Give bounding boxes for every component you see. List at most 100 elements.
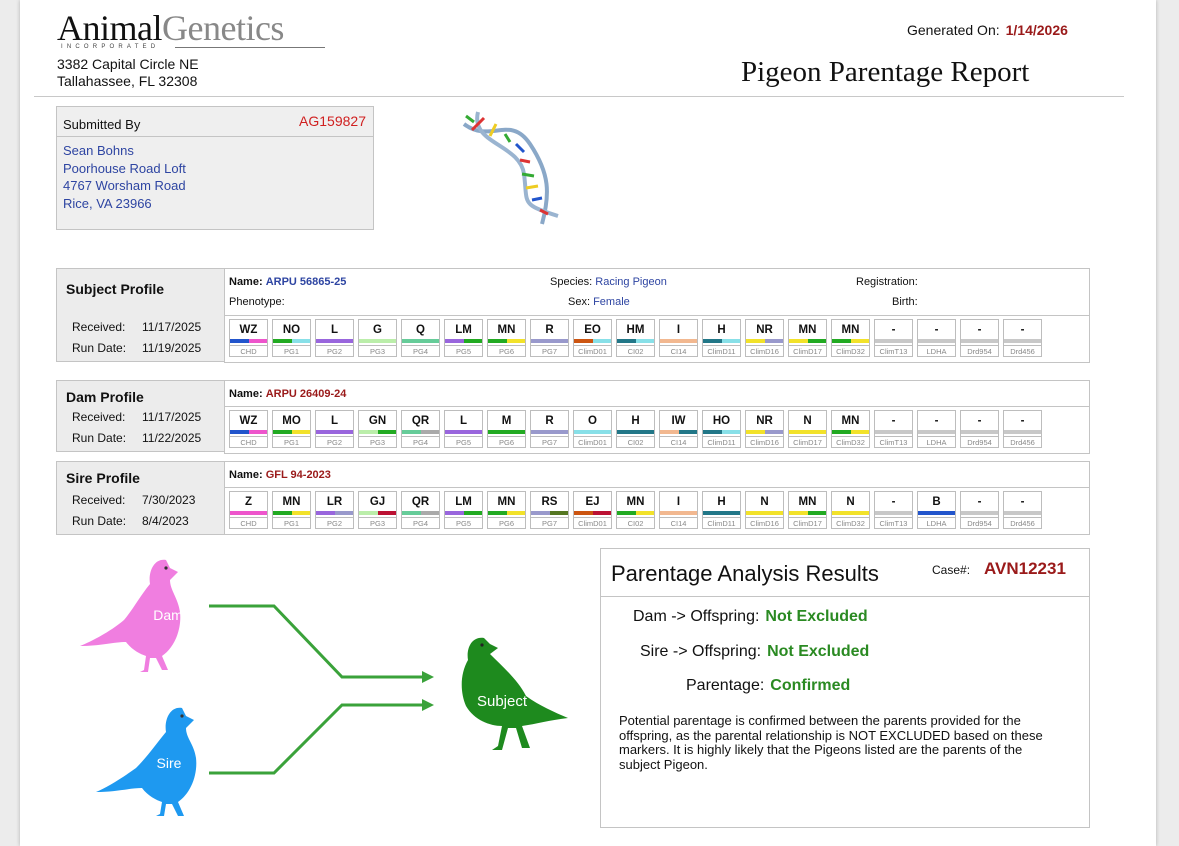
allele-color-bar bbox=[788, 339, 827, 343]
marker-name: PG4 bbox=[401, 517, 440, 529]
dam-received-label: Received: bbox=[72, 410, 126, 424]
marker-name: ClimD32 bbox=[831, 517, 870, 529]
allele-color-bar bbox=[530, 511, 569, 515]
logo-subtitle: INCORPORATED bbox=[61, 44, 160, 50]
sex-field-label: Sex: bbox=[568, 296, 591, 308]
allele-value: HO bbox=[702, 410, 741, 430]
dam-result-value: Not Excluded bbox=[765, 608, 868, 625]
allele-value: RS bbox=[530, 491, 569, 511]
marker-name: Drd456 bbox=[1003, 517, 1042, 529]
marker-name: LDHA bbox=[917, 345, 956, 357]
allele-value: L bbox=[444, 410, 483, 430]
allele-color-bar bbox=[530, 430, 569, 434]
species-field-value: Racing Pigeon bbox=[595, 276, 667, 288]
logo-secondary: Genetics bbox=[161, 8, 284, 48]
allele-color-bar bbox=[960, 339, 999, 343]
marker-name: CHD bbox=[229, 517, 268, 529]
allele-color-bar bbox=[229, 511, 268, 515]
allele-color-bar bbox=[831, 430, 870, 434]
sire-run-date: 8/4/2023 bbox=[142, 514, 189, 528]
submitter-city: Rice, VA 23966 bbox=[63, 195, 152, 211]
species-field-label: Species: bbox=[550, 276, 593, 288]
dam-name-field: Name: ARPU 26409-24 bbox=[229, 388, 346, 400]
marker-name: Drd954 bbox=[960, 345, 999, 357]
allele-value: HM bbox=[616, 319, 655, 339]
allele-value: N bbox=[831, 491, 870, 511]
allele-value: Z bbox=[229, 491, 268, 511]
allele-color-bar bbox=[272, 511, 311, 515]
marker-cell: -Drd954 bbox=[960, 319, 999, 357]
allele-value: IW bbox=[659, 410, 698, 430]
submitted-by-label: Submitted By bbox=[63, 117, 141, 132]
phenotype-field: Phenotype: bbox=[229, 296, 285, 308]
allele-value: L bbox=[315, 410, 354, 430]
allele-color-bar bbox=[788, 511, 827, 515]
dna-helix-icon bbox=[462, 111, 559, 225]
marker-name: CI02 bbox=[616, 517, 655, 529]
company-logo: AnimalGenetics INCORPORATED bbox=[57, 8, 327, 54]
allele-value: MN bbox=[487, 491, 526, 511]
marker-name: Drd456 bbox=[1003, 436, 1042, 448]
allele-color-bar bbox=[315, 339, 354, 343]
marker-name: PG7 bbox=[530, 517, 569, 529]
allele-color-bar bbox=[874, 430, 913, 434]
allele-color-bar bbox=[616, 430, 655, 434]
allele-color-bar bbox=[573, 430, 612, 434]
marker-cell: -Drd456 bbox=[1003, 491, 1042, 529]
subject-received-label: Received: bbox=[72, 320, 126, 334]
allele-color-bar bbox=[616, 339, 655, 343]
marker-cell: -Drd456 bbox=[1003, 319, 1042, 357]
sire-arrow-line bbox=[209, 703, 422, 775]
marker-name: CI14 bbox=[659, 436, 698, 448]
allele-value: Q bbox=[401, 319, 440, 339]
allele-value: MN bbox=[831, 410, 870, 430]
allele-color-bar bbox=[659, 511, 698, 515]
generated-date: 1/14/2026 bbox=[1005, 22, 1068, 38]
dam-run-label: Run Date: bbox=[72, 431, 127, 445]
allele-color-bar bbox=[745, 511, 784, 515]
marker-cell: MN ClimD32 bbox=[831, 319, 870, 357]
subject-name-label: Name: bbox=[229, 276, 263, 288]
allele-color-bar bbox=[960, 511, 999, 515]
allele-color-bar bbox=[444, 430, 483, 434]
sire-received-date: 7/30/2023 bbox=[142, 493, 196, 507]
allele-value: - bbox=[874, 410, 913, 430]
marker-name: PG7 bbox=[530, 436, 569, 448]
dam-received-row: Received:11/17/2025 bbox=[72, 410, 201, 424]
allele-value: MN bbox=[487, 319, 526, 339]
allele-value: EJ bbox=[573, 491, 612, 511]
parentage-results: Parentage Analysis Results Case#: AVN122… bbox=[600, 548, 1090, 828]
sire-arrow-head bbox=[422, 699, 434, 711]
allele-value: - bbox=[960, 410, 999, 430]
sire-name-field: Name: GFL 94-2023 bbox=[229, 469, 331, 481]
allele-color-bar bbox=[530, 339, 569, 343]
marker-name: ClimT13 bbox=[874, 517, 913, 529]
marker-name: ClimD17 bbox=[788, 345, 827, 357]
allele-color-bar bbox=[874, 339, 913, 343]
dam-result: Dam -> Offspring:Not Excluded bbox=[633, 608, 868, 626]
marker-name: ClimD32 bbox=[831, 345, 870, 357]
subject-pigeon-icon bbox=[461, 637, 568, 750]
marker-name: PG7 bbox=[530, 345, 569, 357]
marker-cell: -Drd456 bbox=[1003, 410, 1042, 448]
submitter-name: Sean Bohns bbox=[63, 143, 134, 158]
allele-value: QR bbox=[401, 410, 440, 430]
marker-name: PG1 bbox=[272, 345, 311, 357]
marker-name: PG3 bbox=[358, 345, 397, 357]
allele-color-bar bbox=[229, 430, 268, 434]
marker-cell: IW CI14 bbox=[659, 410, 698, 448]
allele-value: G bbox=[358, 319, 397, 339]
case-number: AVN12231 bbox=[984, 559, 1066, 578]
allele-value: MN bbox=[831, 319, 870, 339]
marker-cell: N ClimD32 bbox=[831, 491, 870, 529]
